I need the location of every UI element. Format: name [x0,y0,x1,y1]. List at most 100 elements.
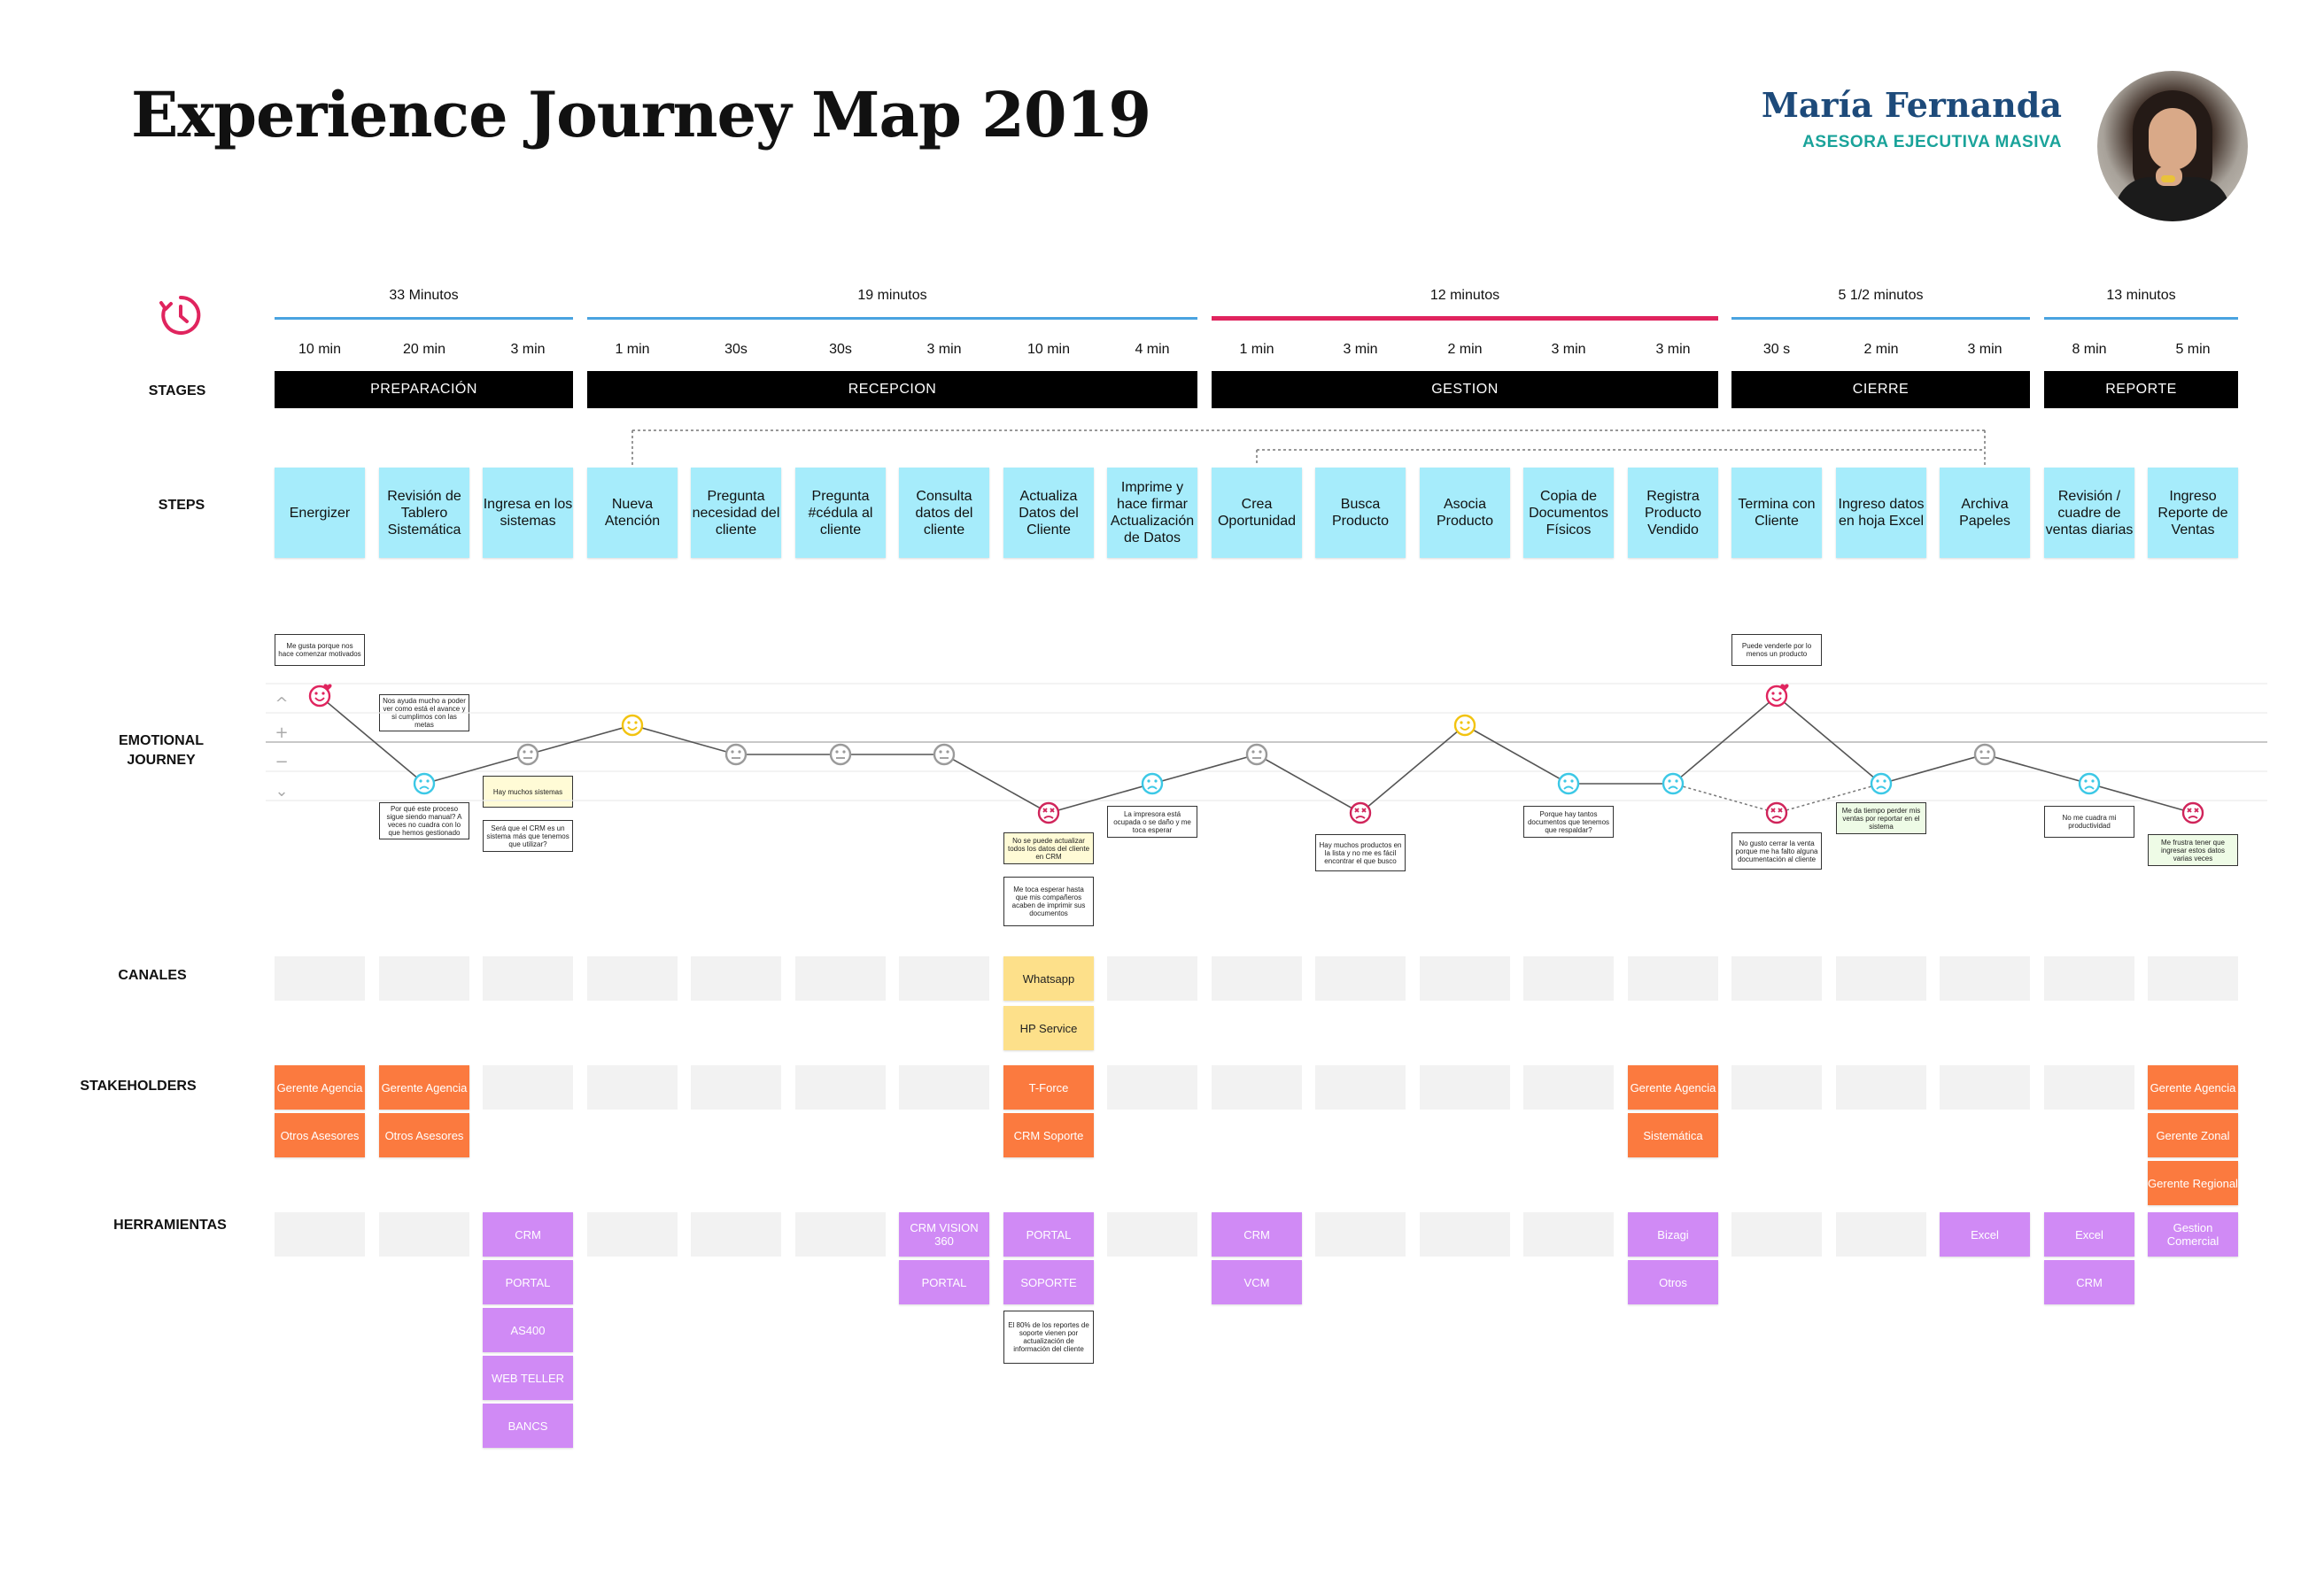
step-time: 1 min [1239,342,1274,357]
tool-chip[interactable]: SOPORTE [1003,1260,1094,1304]
tool-chip[interactable]: CRM VISION 360 [899,1212,989,1257]
tool-chip[interactable]: AS400 [483,1308,573,1352]
stakeholder-chip[interactable]: CRM Soporte [1003,1113,1094,1157]
tool-chip[interactable]: CRM [2044,1260,2134,1304]
step-time: 30s [829,342,852,357]
angry-face-icon [1765,801,1788,824]
step-card[interactable]: Termina con Cliente [1731,468,1822,558]
tool-note: El 80% de los reportes de soporte vienen… [1003,1311,1094,1364]
channel-chip[interactable]: Whatsapp [1003,956,1094,1001]
empty-cell [1420,1212,1510,1257]
step-card[interactable]: Revisión / cuadre de ventas diarias [2044,468,2134,558]
step-card[interactable]: Registra Producto Vendido [1628,468,1718,558]
empty-cell [691,1065,781,1110]
step-card[interactable]: Busca Producto [1315,468,1406,558]
step-card[interactable]: Consulta datos del cliente [899,468,989,558]
neutral-face-icon [829,743,852,766]
tool-chip[interactable]: Excel [2044,1212,2134,1257]
emotion-note: No gusto cerrar la venta porque me ha fa… [1731,832,1822,870]
step-card[interactable]: Copia de Documentos Físicos [1523,468,1614,558]
tool-chip[interactable]: VCM [1212,1260,1302,1304]
love-face-icon [1765,684,1789,708]
empty-cell [899,1065,989,1110]
empty-cell [1107,1212,1197,1257]
step-card[interactable]: Ingreso datos en hoja Excel [1836,468,1926,558]
step-time: 10 min [1026,342,1071,357]
stage-bar: REPORTE [2044,371,2238,408]
stage-duration: 33 Minutos [389,288,459,303]
happy-face-icon [1453,714,1476,737]
empty-cell [2148,956,2238,1001]
empty-cell [1731,1212,1822,1257]
sad-face-icon [1870,772,1893,795]
step-card[interactable]: Ingreso Reporte de Ventas [2148,468,2238,558]
stakeholder-chip[interactable]: Sistemática [1628,1113,1718,1157]
empty-cell [1523,1212,1614,1257]
empty-cell [899,956,989,1001]
stakeholder-chip[interactable]: Gerente Agencia [275,1065,365,1110]
stakeholder-chip[interactable]: Otros Asesores [275,1113,365,1157]
stakeholders-label: STAKEHOLDERS [80,1079,197,1094]
emotion-scale-glyph: ⌄ [275,782,288,801]
stage-bar: RECEPCION [587,371,1197,408]
tool-chip[interactable]: PORTAL [1003,1212,1094,1257]
stakeholder-chip[interactable]: T-Force [1003,1065,1094,1110]
tool-chip[interactable]: Otros [1628,1260,1718,1304]
step-card[interactable]: Pregunta necesidad del cliente [691,468,781,558]
tool-chip[interactable]: CRM [483,1212,573,1257]
step-connector [1672,783,1778,814]
step-card[interactable]: Ingresa en los sistemas [483,468,573,558]
step-card[interactable]: Archiva Papeles [1940,468,2030,558]
tool-chip[interactable]: BANCS [483,1404,573,1448]
empty-cell [1420,1065,1510,1110]
emotion-note: Porque hay tantos documentos que tenemos… [1523,806,1614,838]
step-card[interactable]: Imprime y hace firmar Actualización de D… [1107,468,1197,558]
stakeholder-chip[interactable]: Gerente Agencia [1628,1065,1718,1110]
empty-cell [379,956,469,1001]
tool-chip[interactable]: WEB TELLER [483,1356,573,1400]
stakeholder-chip[interactable]: Gerente Zonal [2148,1113,2238,1157]
empty-cell [587,956,678,1001]
stakeholder-chip[interactable]: Gerente Agencia [379,1065,469,1110]
stakeholder-chip[interactable]: Otros Asesores [379,1113,469,1157]
herramientas-label: HERRAMIENTAS [113,1218,227,1233]
empty-cell [1212,1065,1302,1110]
step-time: 20 min [402,342,446,357]
step-card[interactable]: Asocia Producto [1420,468,1510,558]
stakeholder-chip[interactable]: Gerente Agencia [2148,1065,2238,1110]
step-time: 3 min [926,342,962,357]
love-face-icon [308,684,332,708]
step-card[interactable]: Revisión de Tablero Sistemática [379,468,469,558]
tool-chip[interactable]: Excel [1940,1212,2030,1257]
step-time: 30s [724,342,748,357]
angry-face-icon [1349,801,1372,824]
tool-chip[interactable]: CRM [1212,1212,1302,1257]
canales-label: CANALES [118,968,187,983]
step-card[interactable]: Nueva Atención [587,468,678,558]
avatar [2097,71,2248,221]
step-card[interactable]: Energizer [275,468,365,558]
tool-chip[interactable]: PORTAL [899,1260,989,1304]
step-card[interactable]: Pregunta #cédula al cliente [795,468,886,558]
empty-cell [1836,1065,1926,1110]
channel-chip[interactable]: HP Service [1003,1006,1094,1050]
step-card[interactable]: Actualiza Datos del Cliente [1003,468,1094,558]
tool-chip[interactable]: PORTAL [483,1260,573,1304]
tool-chip[interactable]: Gestion Comercial [2148,1212,2238,1257]
emotion-note: No me cuadra mi productividad [2044,806,2134,838]
tool-chip[interactable]: Bizagi [1628,1212,1718,1257]
emotion-note: Me gusta porque nos hace comenzar motiva… [275,634,365,666]
stage-duration: 5 1/2 minutos [1838,288,1924,303]
stage-duration: 12 minutos [1429,288,1500,303]
stakeholder-chip[interactable]: Gerente Regional [2148,1161,2238,1205]
emotional-label: EMOTIONAL [119,733,204,748]
step-time: 3 min [1343,342,1378,357]
neutral-face-icon [1973,743,1996,766]
sad-face-icon [413,772,436,795]
empty-cell [1315,1065,1406,1110]
empty-cell [587,1065,678,1110]
empty-cell [1731,1065,1822,1110]
steps-label: STEPS [158,498,205,513]
step-card[interactable]: Crea Oportunidad [1212,468,1302,558]
